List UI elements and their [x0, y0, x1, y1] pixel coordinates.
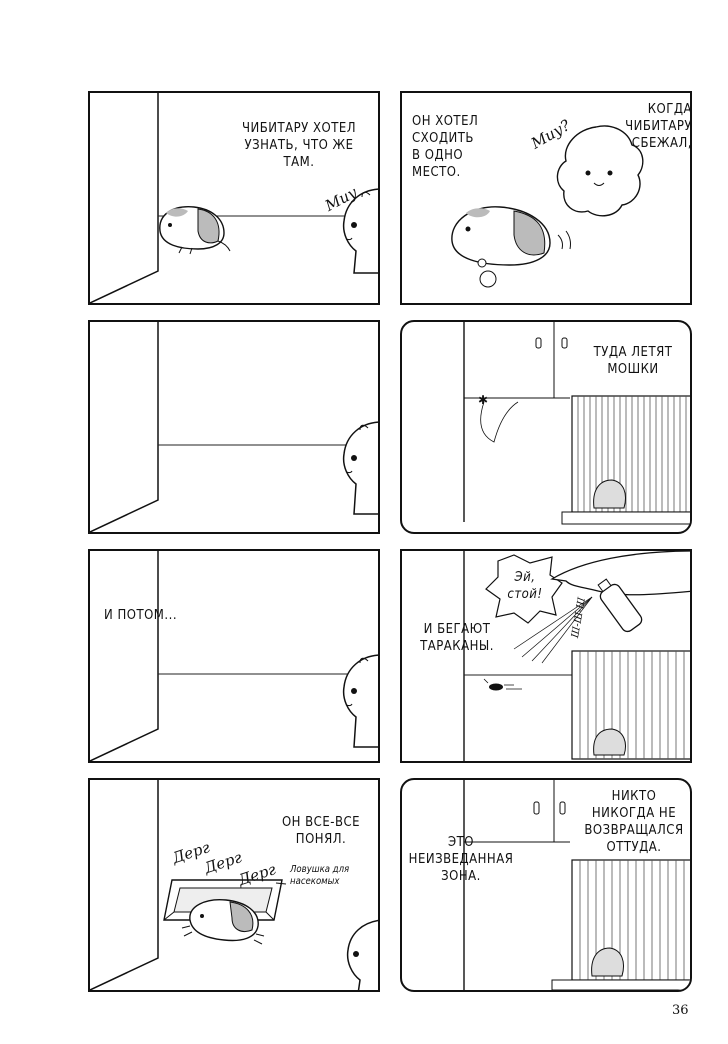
hamster-watching	[342, 421, 378, 515]
wall-corner	[90, 780, 159, 990]
hamster-watching	[342, 654, 378, 748]
panel-right-1-art	[451, 125, 644, 288]
cabinet-knob	[535, 337, 542, 349]
cabinet-knob	[533, 801, 540, 815]
cage	[571, 650, 690, 760]
cage	[561, 395, 690, 525]
hamster-stuck-in-trap	[181, 899, 265, 945]
hamster-watching	[346, 919, 378, 990]
panel-right-2: ✱ ТУДА ЛЕТЯТ МОШКИ	[400, 320, 692, 534]
panel-right-3-caption: И БЕГАЮТ ТАРАКАНЫ.	[420, 622, 494, 654]
panel-right-4-art	[463, 780, 690, 990]
panel-left-4-art	[90, 780, 378, 990]
spray-lines	[513, 596, 593, 664]
cabinet-knob	[561, 337, 568, 349]
fly-icon: ✱	[478, 393, 488, 407]
hand-with-spray	[550, 551, 690, 633]
panel-left-1-caption: ЧИБИТАРУ ХОТЕЛ УЗНАТЬ, ЧТО ЖЕ ТАМ.	[241, 121, 357, 170]
panel-left-2	[88, 320, 380, 534]
wall-corner	[90, 551, 159, 761]
wall-corner	[90, 322, 159, 532]
cage	[551, 859, 690, 990]
shout-bubble	[485, 554, 563, 624]
thought-bubble-large	[479, 270, 497, 288]
cabinet-knob	[559, 801, 566, 815]
panel-left-4-trap-label: Ловушка для насекомых	[290, 864, 350, 887]
panel-right-4: ЭТО НЕИЗВЕДАННАЯ ЗОНА. НИКТО НИКОГДА НЕ …	[400, 778, 692, 992]
panel-left-2-art	[90, 322, 378, 532]
fluffy-hamster	[556, 125, 644, 217]
hamster-in-cage	[591, 947, 624, 977]
panel-left-1-art	[90, 93, 378, 303]
panel-left-4-caption: ОН ВСЕ-ВСЕ ПОНЯЛ.	[281, 815, 361, 847]
panel-right-3: Эй, стой! И БЕГАЮТ ТАРАКАНЫ. Ш-Ш-Ш	[400, 549, 692, 763]
hamster-in-cage	[593, 479, 626, 509]
cockroach-icon	[483, 678, 522, 691]
panel-right-4-caption-left: ЭТО НЕИЗВЕДАННАЯ ЗОНА.	[408, 835, 514, 884]
panel-right-1-caption-left: ОН ХОТЕЛ СХОДИТЬ В ОДНО МЕСТО.	[412, 114, 479, 180]
panel-right-1-caption-right: КОГДА ЧИБИТАРУ СБЕЖАЛ,	[625, 102, 692, 151]
arrow-to-trap	[275, 882, 287, 885]
panel-right-2-caption: ТУДА ЛЕТЯТ МОШКИ	[593, 345, 673, 377]
hamster-walking	[451, 206, 571, 266]
panel-right-1: ОН ХОТЕЛ СХОДИТЬ В ОДНО МЕСТО. КОГДА ЧИБ…	[400, 91, 692, 305]
panel-left-3-art	[90, 551, 378, 761]
panel-left-3-caption: И ПОТОМ...	[104, 608, 178, 623]
fly-path	[480, 401, 519, 443]
hamster-in-cage	[593, 728, 626, 756]
hamster-peeking	[159, 206, 231, 255]
panel-left-3: И ПОТОМ...	[88, 549, 380, 763]
panel-right-2-art: ✱	[463, 322, 690, 525]
panel-right-3-bubble: Эй, стой!	[507, 570, 543, 602]
hamster-watching	[342, 188, 378, 274]
page-number: 36	[672, 1003, 689, 1018]
panel-left-1: ЧИБИТАРУ ХОТЕЛ УЗНАТЬ, ЧТО ЖЕ ТАМ. Миу	[88, 91, 380, 305]
thought-bubble-small	[477, 258, 487, 268]
panel-right-3-art	[463, 551, 690, 761]
panel-left-4: ОН ВСЕ-ВСЕ ПОНЯЛ. Дерг Дерг Дерг Ловушка…	[88, 778, 380, 992]
panel-right-4-caption-right: НИКТО НИКОГДА НЕ ВОЗВРАЩАЛСЯ ОТТУДА.	[584, 789, 684, 855]
wall-corner	[90, 93, 159, 303]
